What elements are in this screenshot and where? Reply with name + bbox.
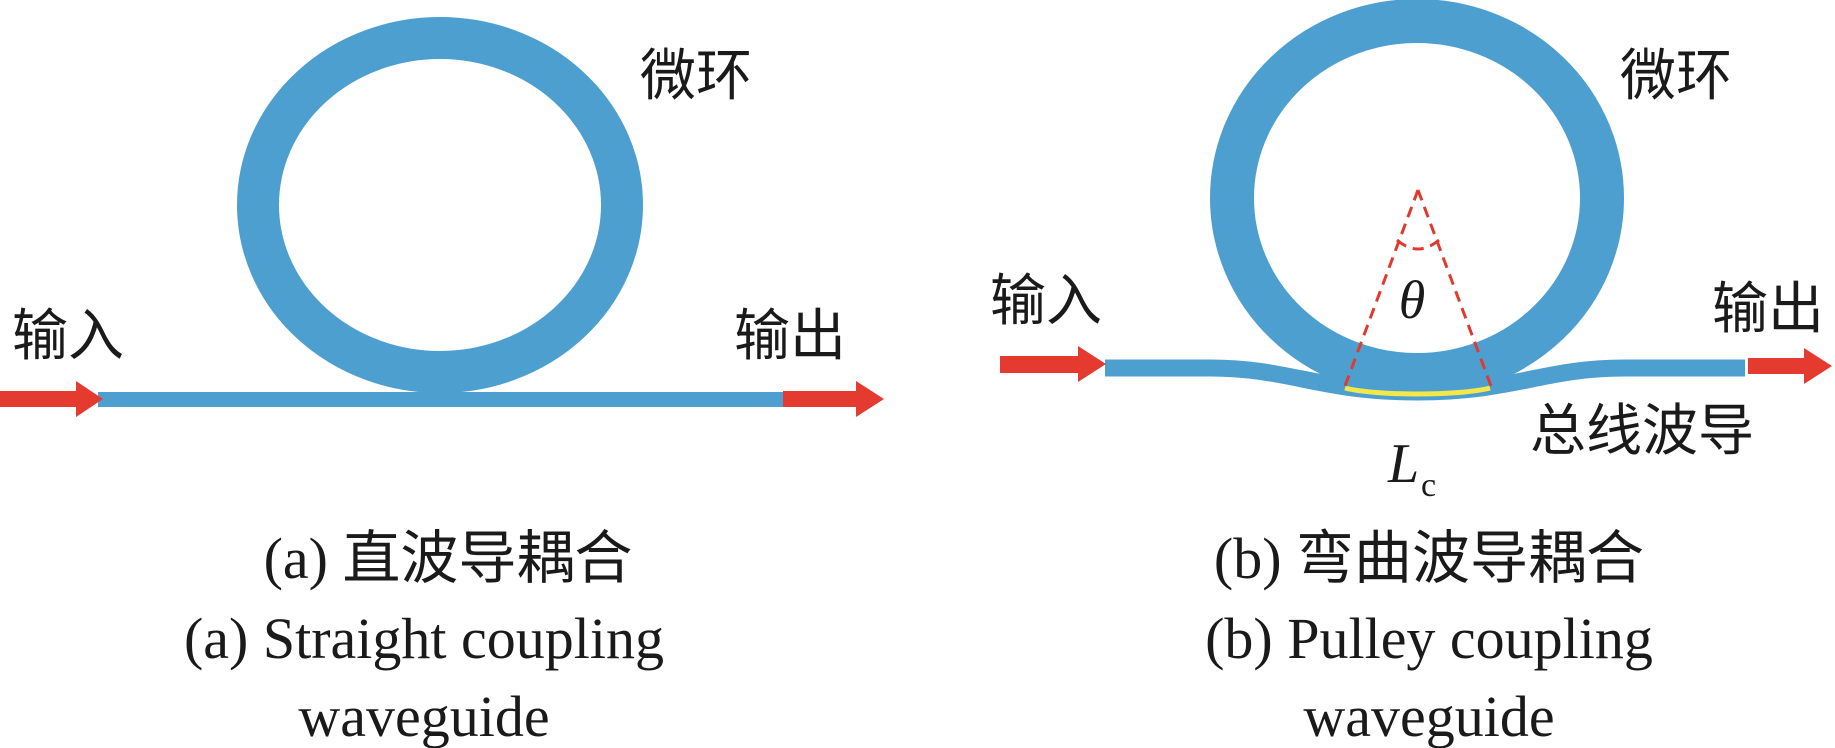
panel-b-bus-label: 总线波导 (1530, 399, 1754, 464)
panel-b-angle-lines (1343, 189, 1493, 387)
panel-b-output-label: 输出 (1712, 277, 1824, 342)
panel-a-input-arrow (0, 381, 103, 417)
panel-a-output-label: 输出 (734, 304, 846, 369)
panel-b-input-label: 输入 (990, 269, 1102, 334)
panel-a-bus-waveguide (98, 392, 788, 407)
panel-b-caption-zh: (b) 弯曲波导耦合 (1214, 526, 1644, 591)
panel-b-length-subscript: c (1421, 467, 1436, 504)
panel-a-caption-en-line1: (a) Straight coupling (184, 606, 664, 671)
panel-b: 微环 输入 输出 总线波导 θ L c (b) 弯曲波导耦合 (b) Pulle… (990, 0, 1832, 748)
panel-b-microring (1210, 0, 1624, 397)
panel-b-length-symbol: L (1387, 433, 1419, 495)
panel-a: 微环 输入 输出 (a) 直波导耦合 (a) Straight coupling… (0, 17, 884, 748)
panel-b-angle-symbol: θ (1399, 270, 1426, 330)
panel-b-caption-en-line2: waveguide (1303, 684, 1554, 748)
panel-a-input-label: 输入 (12, 304, 124, 369)
panel-b-ring-label: 微环 (1620, 44, 1732, 109)
panel-b-output-arrow (1748, 348, 1832, 384)
panel-b-coupling-region (1344, 385, 1491, 397)
panel-a-caption-zh: (a) 直波导耦合 (264, 526, 633, 591)
panel-a-output-arrow (783, 381, 884, 417)
panel-a-caption-en-line2: waveguide (298, 684, 549, 748)
panel-a-ring-label: 微环 (640, 44, 752, 109)
panel-b-input-arrow (1000, 346, 1106, 382)
panel-b-caption-en-line1: (b) Pulley coupling (1205, 606, 1653, 671)
panel-a-microring (237, 17, 643, 393)
